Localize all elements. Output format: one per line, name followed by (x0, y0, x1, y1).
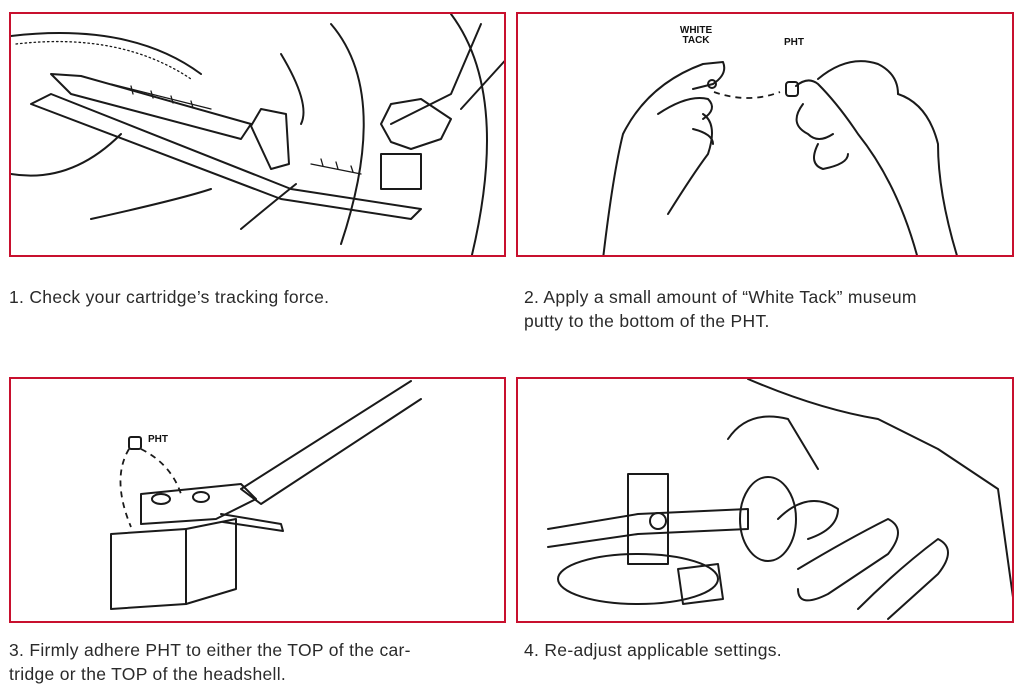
step-2-caption: 2. Apply a small amount of “White Tack” … (524, 285, 917, 333)
step-2-illustration: WHITE TACK PHT (516, 12, 1014, 257)
step-3-illustration: PHT (9, 377, 506, 623)
hand-adjusting-tonearm-dial-drawing (547, 379, 1012, 620)
pht-label: PHT (784, 37, 804, 48)
hands-applying-white-tack-drawing (602, 60, 958, 255)
white-tack-label: WHITE TACK (679, 25, 713, 46)
pht-label: PHT (148, 434, 168, 445)
pht-on-headshell-drawing (110, 380, 422, 610)
tracking-force-gauge-drawing (11, 14, 504, 255)
step-4-caption: 4. Re-adjust applicable settings. (524, 640, 782, 660)
step-3-caption-line-2: tridge or the TOP of the headshell. (9, 664, 287, 684)
step-4-illustration (516, 377, 1014, 623)
step-2-caption-line-1: 2. Apply a small amount of “White Tack” … (524, 287, 917, 307)
step-2-caption-line-2: putty to the bottom of the PHT. (524, 311, 770, 331)
step-3-caption-line-1: 3. Firmly adhere PHT to either the TOP o… (9, 640, 411, 660)
step-1-illustration (9, 12, 506, 257)
step-1-caption: 1. Check your cartridge’s tracking force… (9, 287, 330, 307)
step-3-caption: 3. Firmly adhere PHT to either the TOP o… (9, 638, 411, 686)
